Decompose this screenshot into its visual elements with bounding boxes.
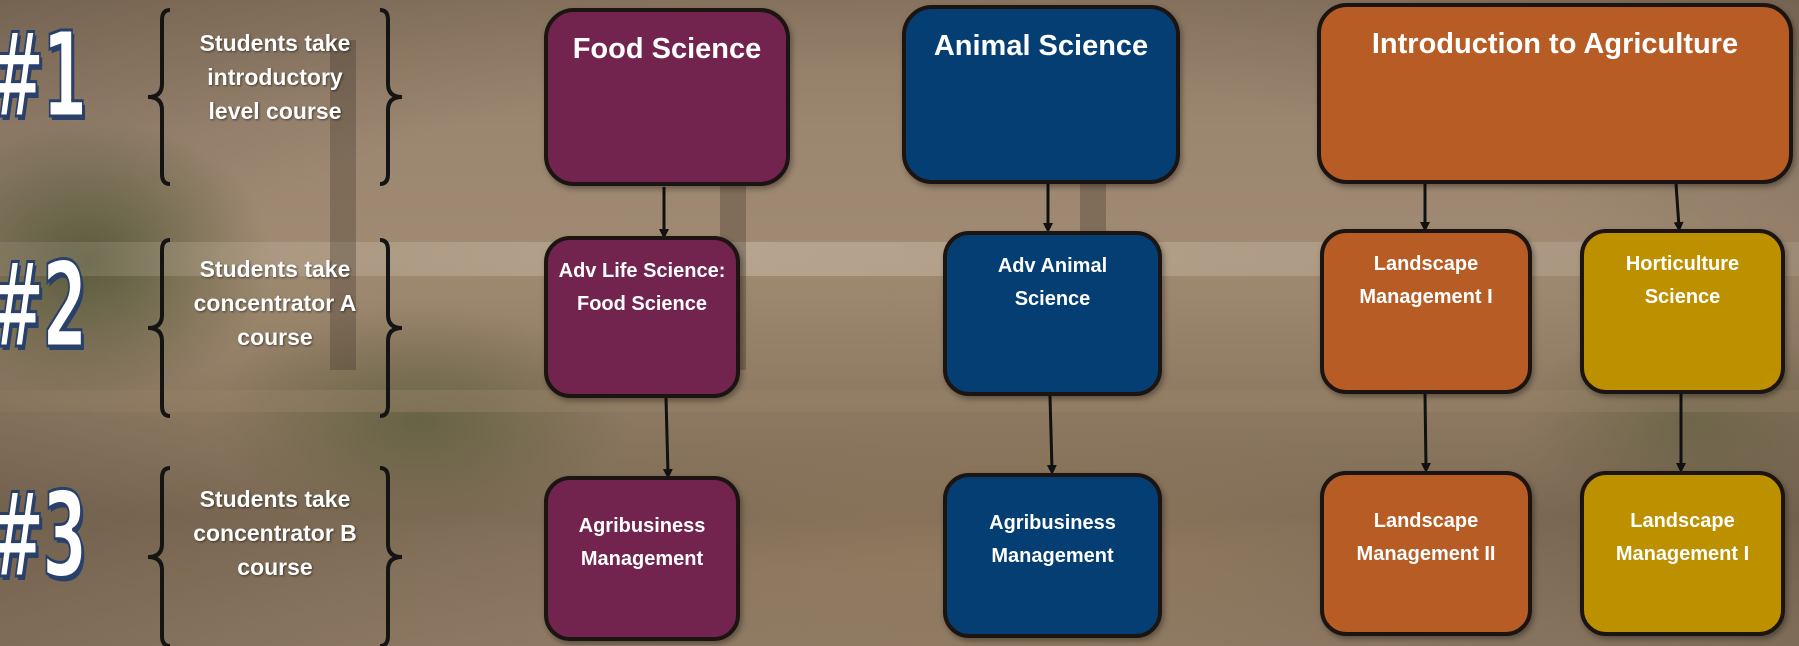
- step-number-3: #3: [0, 465, 88, 606]
- background-ledge: [0, 390, 1799, 412]
- horticulture-science-course: Horticulture Science: [1580, 229, 1785, 394]
- brace-icon: [147, 8, 403, 186]
- adv-animal-science-course: Adv Animal Science: [943, 231, 1162, 396]
- step-3-description: Students take concentrator B course: [193, 486, 357, 580]
- background-column: [330, 40, 356, 370]
- step-3-brace: Students take concentrator B course: [140, 464, 410, 646]
- arrow-landscape-a-to-b: [1420, 393, 1431, 473]
- landscape-management-2-course: Landscape Management II: [1320, 471, 1532, 636]
- step-1-description: Students take introductory level course: [199, 30, 351, 124]
- intro-to-agriculture-course: Introduction to Agriculture: [1317, 3, 1793, 184]
- animal-agribusiness-course: Agribusiness Management: [943, 473, 1162, 638]
- brace-icon: [147, 238, 403, 418]
- food-agribusiness-course: Agribusiness Management: [544, 476, 740, 641]
- arrow-agri-to-horticulture: [1673, 183, 1684, 232]
- arrow-animal-a-to-b: [1046, 395, 1057, 475]
- adv-life-science-food-course: Adv Life Science: Food Science: [544, 236, 740, 398]
- animal-science-course: Animal Science: [902, 5, 1180, 184]
- step-2-brace: Students take concentrator A course: [140, 236, 410, 420]
- food-science-course: Food Science: [544, 8, 790, 186]
- step-1-brace: Students take introductory level course: [140, 6, 410, 188]
- arrow-food-a-to-b: [662, 397, 673, 479]
- landscape-management-1-course: Landscape Management I: [1320, 229, 1532, 394]
- step-number-2: #2: [0, 235, 88, 376]
- brace-icon: [147, 466, 403, 646]
- step-2-description: Students take concentrator A course: [193, 256, 357, 350]
- horticulture-landscape-management-1-course: Landscape Management I: [1580, 471, 1785, 636]
- step-number-1: #1: [0, 5, 88, 146]
